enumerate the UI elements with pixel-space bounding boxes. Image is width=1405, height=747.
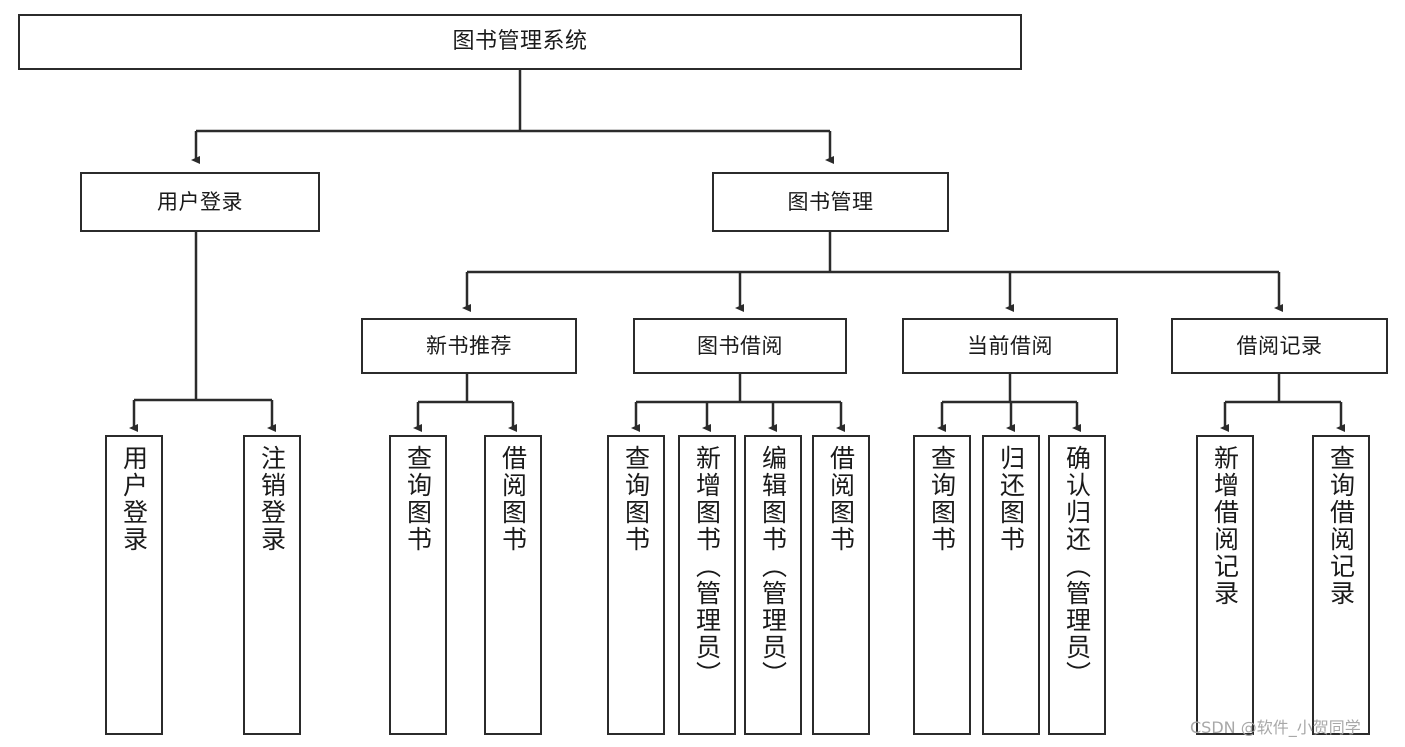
leaf-borrow-books[interactable]: 借阅图书 xyxy=(812,435,870,735)
node-label: 图书管理 xyxy=(787,189,874,214)
node-label: 编辑图书（管理员） xyxy=(758,445,788,688)
node-book-management[interactable]: 图书管理 xyxy=(712,172,949,232)
node-borrowing-records[interactable]: 借阅记录 xyxy=(1171,318,1388,374)
csdn-watermark: CSDN @软件_小贺同学 xyxy=(1190,718,1361,737)
node-label: 当前借阅 xyxy=(967,333,1053,358)
node-label: 图书管理系统 xyxy=(452,29,588,55)
node-book-management-system[interactable]: 图书管理系统 xyxy=(18,14,1022,70)
node-book-borrowing[interactable]: 图书借阅 xyxy=(633,318,847,374)
leaf-add-borrow-record[interactable]: 新增借阅记录 xyxy=(1196,435,1254,735)
leaf-confirm-return-admin[interactable]: 确认归还（管理员） xyxy=(1048,435,1106,735)
leaf-add-book-admin[interactable]: 新增图书（管理员） xyxy=(678,435,736,735)
node-label: 用户登录 xyxy=(157,189,243,214)
node-label: 新增借阅记录 xyxy=(1210,445,1240,607)
node-current-borrowing[interactable]: 当前借阅 xyxy=(902,318,1118,374)
node-new-book-recommendation[interactable]: 新书推荐 xyxy=(361,318,577,374)
node-label: 用户登录 xyxy=(119,445,149,553)
node-label: 借阅记录 xyxy=(1236,333,1323,358)
node-label: 查询借阅记录 xyxy=(1326,445,1356,607)
node-label: 图书借阅 xyxy=(697,333,783,358)
leaf-borrow-books-recommend[interactable]: 借阅图书 xyxy=(484,435,542,735)
node-label: 确认归还（管理员） xyxy=(1062,445,1092,688)
node-label: 查询图书 xyxy=(927,445,957,553)
node-label: 借阅图书 xyxy=(826,445,856,553)
node-label: 查询图书 xyxy=(621,445,651,553)
node-label: 新书推荐 xyxy=(426,333,512,358)
leaf-query-books-current[interactable]: 查询图书 xyxy=(913,435,971,735)
leaf-query-books-borrow[interactable]: 查询图书 xyxy=(607,435,665,735)
leaf-query-borrow-record[interactable]: 查询借阅记录 xyxy=(1312,435,1370,735)
leaf-edit-book-admin[interactable]: 编辑图书（管理员） xyxy=(744,435,802,735)
leaf-logout[interactable]: 注销登录 xyxy=(243,435,301,735)
node-label: 查询图书 xyxy=(403,445,433,553)
node-label: 新增图书（管理员） xyxy=(692,445,722,688)
leaf-user-login[interactable]: 用户登录 xyxy=(105,435,163,735)
node-label: 注销登录 xyxy=(257,445,287,553)
leaf-return-books[interactable]: 归还图书 xyxy=(982,435,1040,735)
leaf-query-books-recommend[interactable]: 查询图书 xyxy=(389,435,447,735)
node-user-login[interactable]: 用户登录 xyxy=(80,172,320,232)
node-label: 归还图书 xyxy=(996,445,1026,553)
node-label: 借阅图书 xyxy=(498,445,528,553)
